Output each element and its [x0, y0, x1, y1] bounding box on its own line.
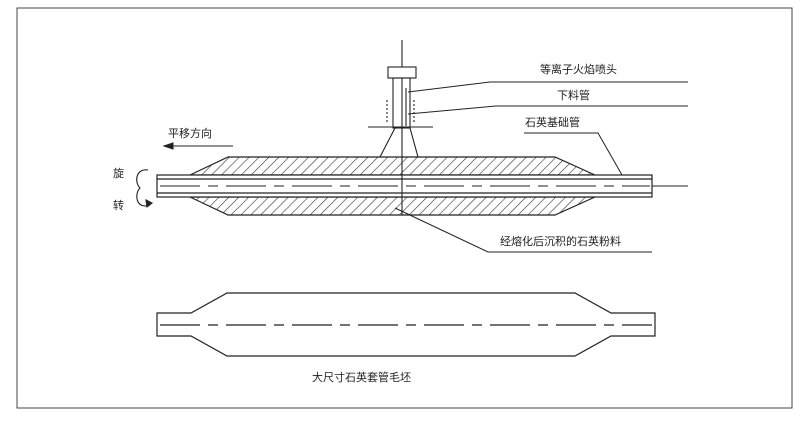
label-rotation-1: 旋	[113, 167, 124, 180]
label-feed-tube: 下料管	[557, 89, 590, 102]
label-plasma-nozzle: 等离子火焰喷头	[540, 63, 617, 76]
translation-arrow	[162, 142, 233, 150]
leader-lines	[394, 81, 688, 253]
label-translation-direction: 平移方向	[168, 127, 212, 140]
label-base-tube: 石英基础管	[525, 116, 580, 129]
rotation-arrow-icon	[136, 169, 154, 209]
label-preform: 大尺寸石英套管毛坯	[312, 371, 411, 384]
deposit-body	[189, 156, 596, 216]
label-rotation-2: 转	[113, 199, 124, 212]
base-tube	[156, 174, 653, 198]
label-deposited-powder: 经熔化后沉积的石英粉料	[500, 235, 621, 248]
preform-shape	[156, 292, 656, 357]
frame	[16, 7, 793, 409]
plasma-torch	[368, 40, 433, 215]
